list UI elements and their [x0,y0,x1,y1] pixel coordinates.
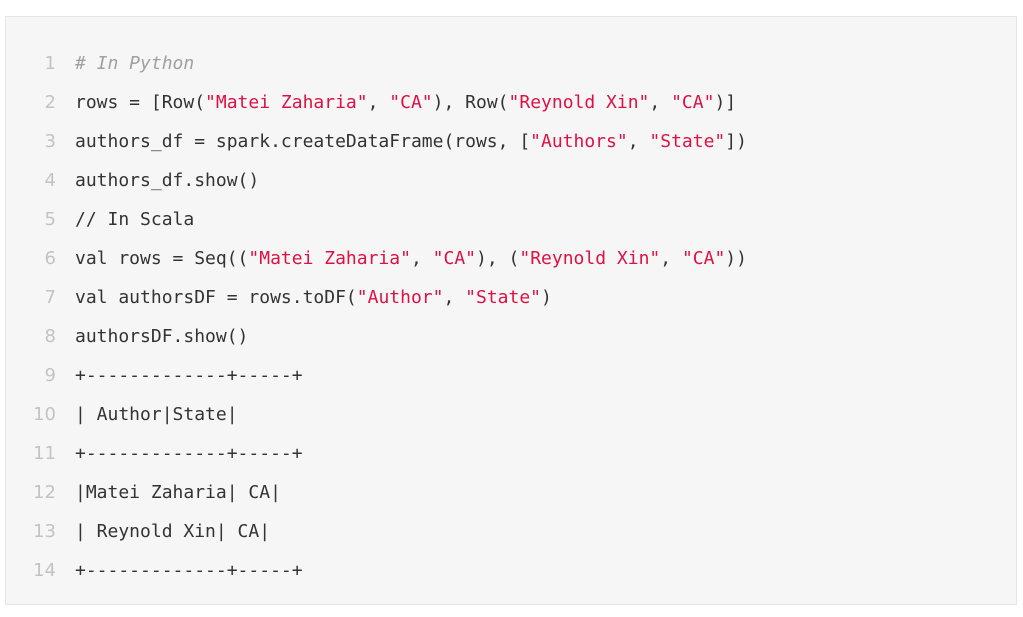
line-number: 12 [33,482,56,503]
line-code: // In Scala [75,209,194,230]
code-line: 3 authors_df = spark.createDataFrame(rows… [6,122,1016,161]
string-literal: "State" [649,131,726,152]
line-code: |Matei Zaharia| CA| [75,482,281,503]
code-token: |Matei Zaharia| CA| [75,482,281,503]
line-number: 4 [44,170,56,191]
code-token: +-------------+-----+ [75,365,303,386]
code-token: val rows = Seq(( [75,248,249,269]
code-token: , [660,248,682,269]
code-token: authors_df = spark.createDataFrame(rows,… [75,131,531,152]
string-literal: "CA" [681,248,726,269]
code-token: , [443,287,466,308]
line-code: authorsDF.show() [75,326,248,347]
line-number: 11 [33,443,56,464]
string-literal: "Matei Zaharia" [248,248,411,269]
line-number: 13 [33,521,56,542]
line-number: 10 [33,404,56,425]
code-token: # In Python [75,53,195,74]
line-code: rows = [Row("Matei Zaharia", "CA"), Row(… [75,92,736,113]
code-token: ) [541,287,552,308]
code-token: )] [714,92,737,113]
code-line: 4 authors_df.show() [6,161,1016,200]
line-code: +-------------+-----+ [75,365,303,386]
line-number: 14 [33,560,56,581]
string-literal: "Matei Zaharia" [205,92,368,113]
code-line: 14 +-------------+-----+ [6,551,1016,590]
code-line: 5 // In Scala [6,200,1016,239]
string-literal: "State" [465,287,542,308]
code-token: ), ( [476,248,520,269]
code-line: 9 +-------------+-----+ [6,356,1016,395]
code-token: | Reynold Xin| CA| [75,521,271,542]
string-literal: "CA" [389,92,433,113]
code-line: 8 authorsDF.show() [6,317,1016,356]
code-token: , [410,248,433,269]
code-line: 12 |Matei Zaharia| CA| [6,473,1016,512]
code-token: val authorsDF = rows.toDF( [75,287,357,308]
line-code: +-------------+-----+ [75,443,303,464]
string-literal: "CA" [671,92,715,113]
code-line: 13 | Reynold Xin| CA| [6,512,1016,551]
code-token: ]) [725,131,747,152]
code-token: authorsDF.show() [75,326,249,347]
string-literal: "CA" [432,248,476,269]
line-code: | Author|State| [75,404,238,425]
code-token: +-------------+-----+ [75,560,303,581]
line-number: 1 [44,53,56,74]
line-code: val rows = Seq(("Matei Zaharia", "CA"), … [75,248,747,269]
line-number: 8 [44,326,56,347]
code-token: , [627,131,650,152]
line-number: 9 [44,365,56,386]
code-line: 7 val authorsDF = rows.toDF("Author", "St… [6,278,1016,317]
line-number: 7 [44,287,56,308]
code-token: rows = [Row( [75,92,206,113]
code-token: , [649,92,672,113]
line-code: # In Python [75,53,194,74]
code-line: 10 | Author|State| [6,395,1016,434]
string-literal: "Reynold Xin" [508,92,650,113]
code-token: )) [725,248,747,269]
line-number: 5 [44,209,56,230]
string-literal: "Reynold Xin" [519,248,661,269]
code-line: 6 val rows = Seq(("Matei Zaharia", "CA"),… [6,239,1016,278]
code-token: +-------------+-----+ [75,443,303,464]
code-token: ), Row( [432,92,509,113]
code-token: , [367,92,390,113]
code-line: 1 # In Python [6,44,1016,83]
string-literal: "Authors" [530,131,628,152]
line-code: | Reynold Xin| CA| [75,521,270,542]
code-line: 11 +-------------+-----+ [6,434,1016,473]
line-number: 3 [44,131,56,152]
code-token: authors_df.show() [75,170,260,191]
line-code: authors_df.show() [75,170,259,191]
line-number: 2 [44,92,56,113]
line-code: authors_df = spark.createDataFrame(rows,… [75,131,747,152]
string-literal: "Author" [356,287,444,308]
code-token: // In Scala [75,209,195,230]
line-code: val authorsDF = rows.toDF("Author", "Sta… [75,287,552,308]
line-number: 6 [44,248,56,269]
code-token: | Author|State| [75,404,238,425]
line-code: +-------------+-----+ [75,560,303,581]
